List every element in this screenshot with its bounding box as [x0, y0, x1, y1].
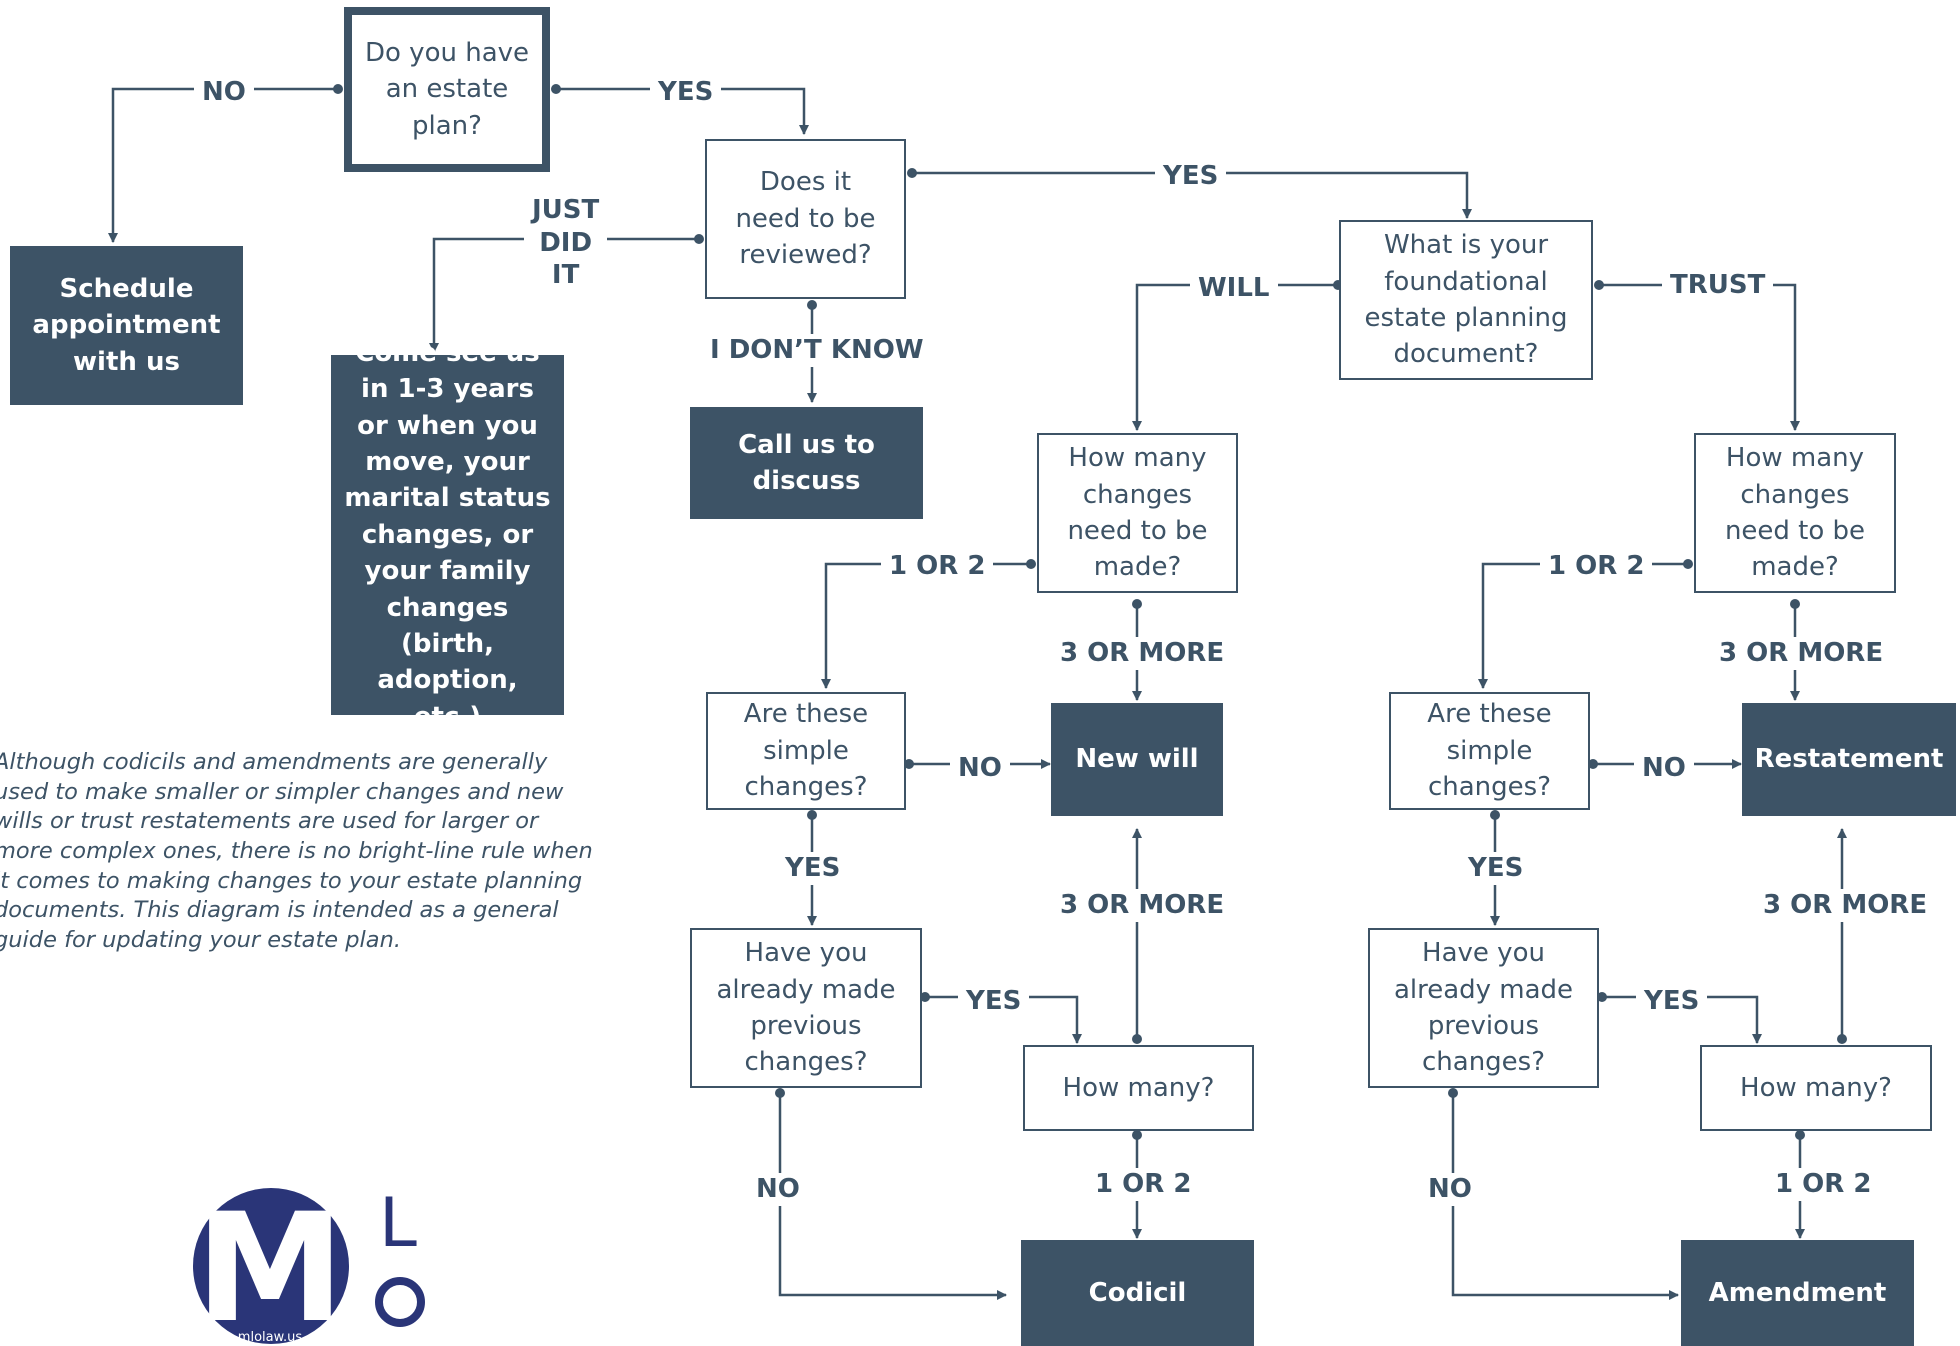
question-trust-how-many: How many?: [1700, 1045, 1932, 1131]
question-will-changes-count: How many changes need to be made?: [1037, 433, 1238, 593]
edge-willchg-1or2: [821, 562, 1031, 689]
edge-label-no: NO: [1634, 752, 1694, 785]
question-estate-plan: Do you have an estate plan?: [344, 7, 550, 172]
edge-trustprev-no: [1451, 1093, 1679, 1300]
edge-plan-no: [108, 87, 338, 243]
edge-label-no: NO: [950, 752, 1010, 785]
edge-label-no: NO: [194, 76, 254, 109]
logo-url: mlolaw.us: [238, 1330, 303, 1345]
edge-review-yes: [912, 171, 1472, 219]
edge-foundation-will: [1132, 283, 1338, 431]
edge-label-yes: YES: [1155, 160, 1227, 193]
edge-label-no: NO: [1420, 1173, 1480, 1206]
edge-label-yes: YES: [1636, 985, 1708, 1018]
question-will-simple-changes: Are these simple changes?: [706, 692, 906, 810]
outcome-come-see-us: Come see us in 1-3 years or when you mov…: [331, 338, 564, 732]
edge-label-yes: YES: [1460, 852, 1532, 885]
outcome-call-us: Call us to discuss: [690, 407, 923, 519]
question-will-how-many: How many?: [1023, 1045, 1254, 1131]
edge-label-3-or-more: 3 OR MORE: [1711, 637, 1892, 670]
outcome-codicil: Codicil: [1021, 1240, 1254, 1346]
outcome-schedule-appointment: Schedule appointment with us: [10, 246, 243, 405]
edge-label-will: WILL: [1190, 272, 1278, 305]
outcome-amendment: Amendment: [1681, 1240, 1914, 1346]
question-foundational-document: What is your foundational estate plannin…: [1339, 220, 1593, 380]
question-trust-simple-changes: Are these simple changes?: [1389, 692, 1590, 810]
edge-label-yes: YES: [958, 985, 1030, 1018]
edge-label-dont-know: I DON’T KNOW: [702, 334, 932, 367]
logo-letter-m: M: [195, 1182, 344, 1346]
edge-label-yes: YES: [650, 76, 722, 109]
edge-label-1-or-2: 1 OR 2: [1767, 1168, 1880, 1201]
question-will-previous-changes: Have you already made previous changes?: [690, 928, 922, 1088]
edge-label-1-or-2: 1 OR 2: [881, 550, 994, 583]
outcome-restatement: Restatement: [1742, 703, 1956, 816]
disclaimer-note: Although codicils and amendments are gen…: [0, 749, 593, 954]
edge-label-yes: YES: [777, 852, 849, 885]
edge-trustchg-1or2: [1478, 562, 1688, 689]
edge-label-1-or-2: 1 OR 2: [1087, 1168, 1200, 1201]
logo-letter-l: L: [379, 1184, 417, 1263]
edge-label-1-or-2: 1 OR 2: [1540, 550, 1653, 583]
edge-label-no: NO: [748, 1173, 808, 1206]
question-trust-changes-count: How many changes need to be made?: [1694, 433, 1896, 593]
edge-label-3-or-more: 3 OR MORE: [1052, 637, 1233, 670]
edge-label-3-or-more: 3 OR MORE: [1755, 889, 1936, 922]
question-trust-previous-changes: Have you already made previous changes?: [1368, 928, 1599, 1088]
outcome-new-will: New will: [1051, 703, 1223, 816]
mlo-law-logo: M L mlolaw.us: [193, 1182, 425, 1346]
edge-label-just-did-it: JUST DID IT: [524, 194, 608, 292]
edge-review-justdid: [429, 237, 699, 353]
edge-willprev-no: [778, 1093, 1007, 1300]
edge-label-trust: TRUST: [1662, 269, 1774, 302]
edge-plan-yes: [556, 87, 809, 135]
edge-label-3-or-more: 3 OR MORE: [1052, 889, 1233, 922]
edge-foundation-trust: [1599, 283, 1800, 431]
question-needs-review: Does it need to be reviewed?: [705, 139, 906, 299]
